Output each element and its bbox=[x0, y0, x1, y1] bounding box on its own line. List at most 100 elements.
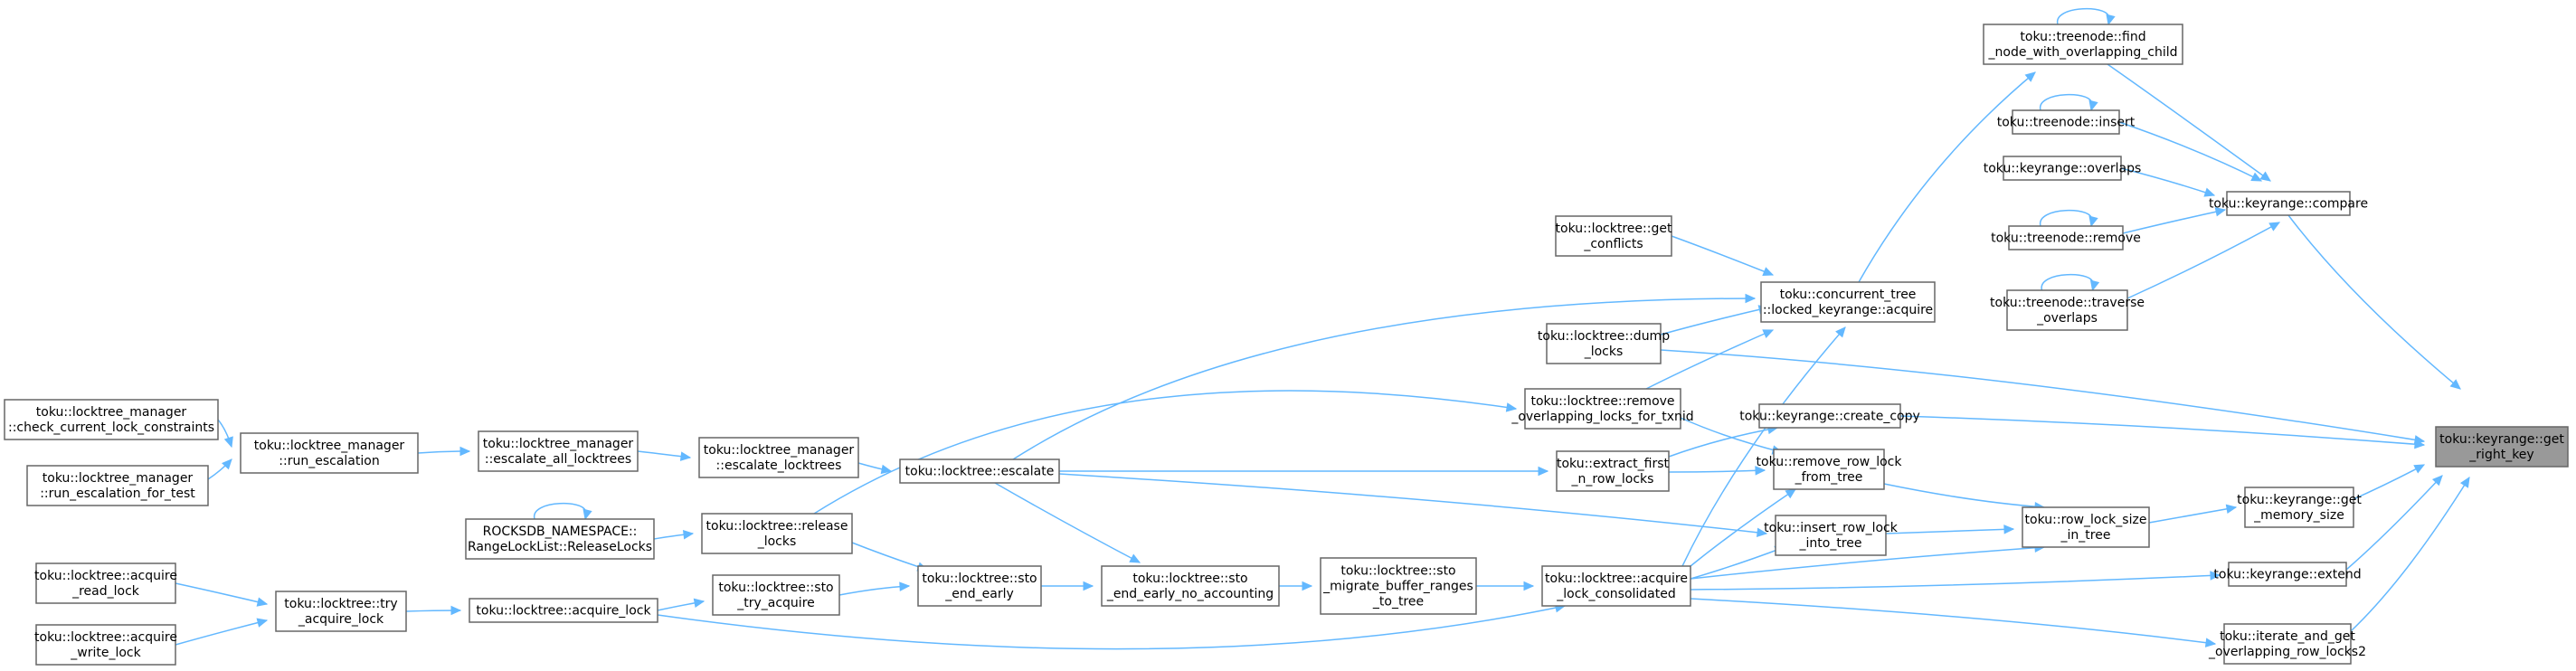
function-node-ltm-check[interactable]: toku::locktree_manager::check_current_lo… bbox=[4, 399, 219, 440]
function-node-ltm-escalate-all[interactable]: toku::locktree_manager::escalate_all_loc… bbox=[478, 430, 639, 472]
function-node-kr-overlaps[interactable]: toku::keyrange::overlaps bbox=[1984, 156, 2142, 181]
node-label-line: toku::locktree::escalate bbox=[905, 465, 1055, 479]
call-edge-tn_traverse-to-tn_traverse bbox=[2041, 273, 2100, 292]
function-node-acquire-consolidated[interactable]: toku::locktree::acquire_lock_consolidate… bbox=[1541, 565, 1691, 607]
function-node-get-right-key[interactable]: toku::keyrange::get_right_key bbox=[2435, 426, 2569, 468]
node-box bbox=[1775, 515, 1887, 556]
node-label-line: _overlapping_row_locks2 bbox=[2208, 645, 2366, 659]
node-label-line: ::run_escalation bbox=[279, 454, 379, 468]
function-node-dump-locks[interactable]: toku::locktree::dump_locks bbox=[1538, 323, 1670, 364]
edge-line bbox=[1690, 546, 2045, 580]
function-node-extend[interactable]: toku::keyrange::extend bbox=[2213, 562, 2362, 587]
function-node-try-acquire-lock[interactable]: toku::locktree::try_acquire_lock bbox=[275, 591, 407, 632]
function-node-find-node[interactable]: toku::treenode::find_node_with_overlappi… bbox=[1983, 24, 2183, 65]
call-edge-release_locks-to-sto_end_early bbox=[851, 542, 929, 572]
node-label-line: ::run_escalation_for_test bbox=[40, 487, 195, 501]
edge-line bbox=[2107, 63, 2271, 182]
edge-line bbox=[1899, 415, 2425, 446]
edge-arrowhead bbox=[2210, 571, 2221, 581]
function-node-ltm-run-test[interactable]: toku::locktree_manager::run_escalation_f… bbox=[26, 465, 209, 506]
function-node-get-memory-size[interactable]: toku::keyrange::get_memory_size bbox=[2237, 487, 2362, 528]
node-box bbox=[2228, 562, 2347, 587]
edge-line bbox=[1668, 469, 1766, 473]
edge-arrowhead bbox=[1538, 466, 1549, 477]
node-box bbox=[35, 562, 176, 604]
function-node-remove-overlapping[interactable]: toku::locktree::remove_overlapping_locks… bbox=[1511, 388, 1694, 430]
call-edge-acquire_read-to-try_acquire_lock bbox=[175, 582, 269, 607]
function-node-insert-row-lock[interactable]: toku::insert_row_lock_into_tree bbox=[1764, 515, 1899, 556]
call-edge-escalate-to-extract_first bbox=[1058, 466, 1549, 477]
function-node-sto-end-early-na[interactable]: toku::locktree::sto_end_early_no_account… bbox=[1101, 565, 1280, 607]
edge-line bbox=[657, 605, 1566, 650]
node-label-line: toku::treenode::traverse bbox=[1990, 296, 2145, 310]
edge-arrowhead bbox=[693, 598, 706, 609]
function-node-tn-traverse[interactable]: toku::treenode::traverse_overlaps bbox=[1990, 289, 2145, 331]
call-edge-remove_overlapping-to-ct_acquire bbox=[1645, 329, 1775, 390]
node-label-line: toku::remove_row_lock bbox=[1757, 455, 1903, 469]
edge-arrowhead bbox=[2203, 187, 2216, 197]
function-node-acquire-write[interactable]: toku::locktree::acquire_write_lock bbox=[34, 624, 177, 666]
function-node-create-copy[interactable]: toku::keyrange::create_copy bbox=[1739, 403, 1920, 429]
function-node-escalate[interactable]: toku::locktree::escalate bbox=[899, 458, 1060, 484]
call-edge-tn_insert-to-compare bbox=[2118, 121, 2263, 182]
call-edge-extend-to-get_right_key bbox=[2345, 475, 2443, 571]
edge-arrowhead bbox=[2106, 14, 2116, 26]
edge-line bbox=[2040, 93, 2092, 111]
call-edge-sto_migrate-to-acquire_consolidated bbox=[1476, 581, 1535, 591]
function-node-get-conflicts[interactable]: toku::locktree::get_conflicts bbox=[1555, 215, 1672, 257]
function-node-sto-try-acquire[interactable]: toku::locktree::sto_try_acquire bbox=[712, 574, 840, 616]
function-node-tn-remove[interactable]: toku::treenode::remove bbox=[1991, 225, 2141, 250]
edge-arrowhead bbox=[2214, 207, 2227, 217]
call-edge-acquire_lock-to-sto_try_acquire bbox=[657, 598, 706, 611]
function-node-release-locks[interactable]: toku::locktree::release_locks bbox=[701, 513, 853, 554]
call-edge-acquire_consolidated-to-extend bbox=[1690, 571, 2221, 591]
edge-line bbox=[813, 390, 1517, 515]
node-box bbox=[1555, 215, 1672, 257]
node-box bbox=[1524, 388, 1681, 430]
edge-line bbox=[1660, 307, 1769, 336]
call-edge-escalate-to-insert_row_lock bbox=[1058, 473, 1768, 538]
function-node-compare[interactable]: toku::keyrange::compare bbox=[2209, 191, 2368, 216]
call-edge-tn_remove-to-compare bbox=[2122, 207, 2227, 234]
function-node-row-lock-size[interactable]: toku::row_lock_size_in_tree bbox=[2022, 506, 2150, 548]
node-box bbox=[2022, 506, 2150, 548]
node-box bbox=[1983, 24, 2183, 65]
node-box bbox=[1101, 565, 1280, 607]
edge-line bbox=[1660, 349, 2425, 442]
edge-line bbox=[2287, 214, 2461, 390]
function-node-tn-insert[interactable]: toku::treenode::insert bbox=[1997, 109, 2136, 135]
node-label-line: toku::insert_row_lock bbox=[1764, 521, 1899, 535]
call-edge-create_copy-to-get_right_key bbox=[1899, 415, 2426, 449]
function-node-iterate-overlap[interactable]: toku::iterate_and_get_overlapping_row_lo… bbox=[2208, 623, 2366, 665]
edge-arrowhead bbox=[1835, 326, 1846, 338]
node-label-line: toku::locktree::acquire bbox=[34, 630, 177, 645]
function-node-extract-first[interactable]: toku::extract_first_n_row_locks bbox=[1556, 450, 1670, 492]
call-edge-escalate-to-ct_acquire bbox=[1012, 293, 1757, 460]
edge-arrowhead bbox=[679, 451, 692, 461]
edge-line bbox=[2350, 477, 2470, 632]
function-node-ltm-escalate-lts[interactable]: toku::locktree_manager::escalate_locktre… bbox=[698, 437, 859, 478]
call-edge-kr_overlaps-to-compare bbox=[2120, 167, 2216, 197]
function-node-rocksdb-release[interactable]: ROCKSDB_NAMESPACE::RangeLockList::Releas… bbox=[465, 518, 655, 560]
call-edge-dump_locks-to-get_right_key bbox=[1660, 349, 2426, 445]
edge-arrowhead bbox=[899, 581, 911, 591]
call-edge-insert_row_lock-to-row_lock_size bbox=[1885, 525, 2015, 534]
function-node-ct-acquire[interactable]: toku::concurrent_tree::locked_keyrange::… bbox=[1760, 281, 1936, 323]
function-node-ltm-run-escalation[interactable]: toku::locktree_manager::run_escalation bbox=[240, 432, 419, 474]
function-node-acquire-lock[interactable]: toku::locktree::acquire_lock bbox=[469, 598, 658, 623]
node-box bbox=[1760, 281, 1936, 323]
edge-line bbox=[1012, 298, 1756, 460]
function-node-sto-end-early[interactable]: toku::locktree::sto_end_early bbox=[917, 565, 1042, 607]
edge-arrowhead bbox=[459, 446, 471, 457]
call-edge-remove_row_lock-to-row_lock_size bbox=[1883, 483, 2046, 512]
edge-arrowhead bbox=[682, 529, 695, 540]
node-box bbox=[1758, 403, 1901, 429]
node-label-line: toku::extract_first bbox=[1557, 457, 1670, 471]
call-edge-iterate_overlap-to-get_right_key bbox=[2350, 476, 2470, 632]
function-node-acquire-read[interactable]: toku::locktree::acquire_read_lock bbox=[34, 562, 177, 604]
node-label-line: toku::row_lock_size bbox=[2025, 513, 2147, 527]
edge-line bbox=[2122, 209, 2226, 234]
function-nodes: toku::keyrange::get_right_keytoku::keyra… bbox=[4, 24, 2569, 666]
function-node-sto-migrate[interactable]: toku::locktree::sto_migrate_buffer_range… bbox=[1320, 557, 1477, 615]
function-node-remove-row-lock[interactable]: toku::remove_row_lock_from_tree bbox=[1757, 449, 1903, 490]
